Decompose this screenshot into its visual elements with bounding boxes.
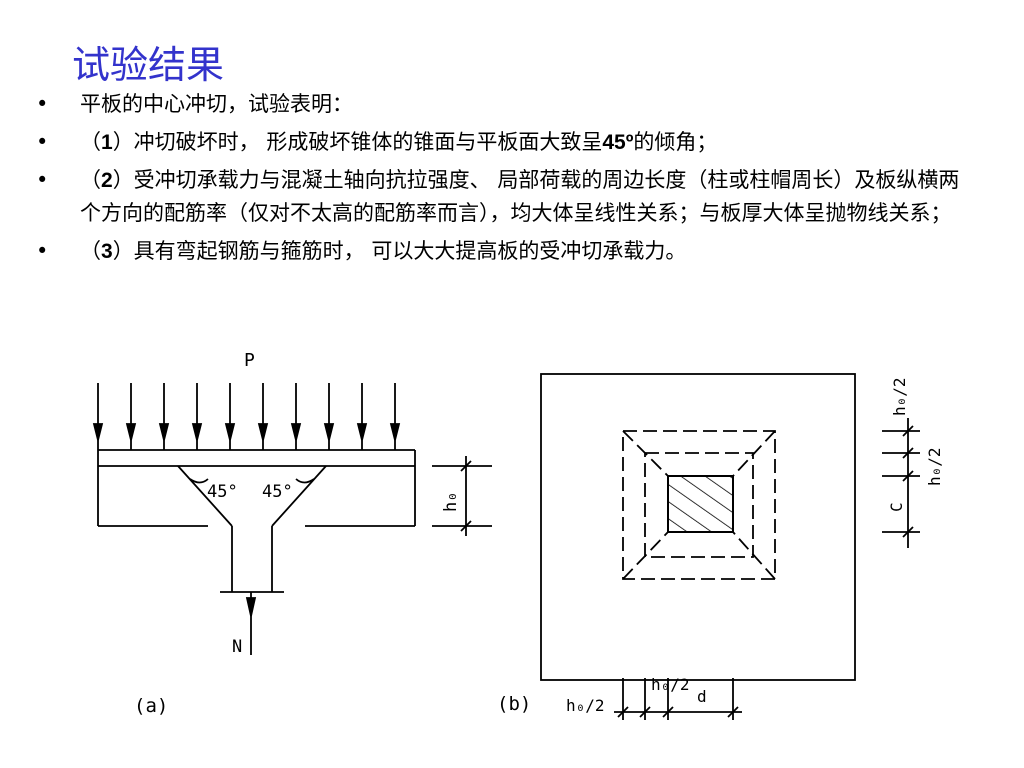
right-dim-top-label: h₀/2 [890,377,909,416]
cone-left-line [177,465,233,527]
caption-b: (b) [497,693,531,715]
reaction-arrow-head [245,597,257,617]
right-dim-c-label: C [887,502,906,512]
bullet-dot: • [36,239,49,263]
bullet-number: 2 [101,169,113,192]
load-arrow [191,383,203,450]
reaction-label: N [232,637,242,657]
load-arrows [92,383,401,450]
bottom-dim-d-label: d [697,687,707,706]
bullet-text: 的倾角； [633,130,718,154]
bullet-item: • （3）具有弯起钢筋与箍筋时， 可以大大提高板的受冲切承载力。 [36,235,976,268]
dim-tick [617,706,629,718]
thickness-label: h₀ [441,492,461,512]
figure-b: h₀/2 h₀/2 C h₀/2 h₀/2 d (b) [497,373,944,720]
cone-diagonal [732,531,776,580]
bullet-item: • （2）受冲切承载力与混凝土轴向抗拉强度、 局部荷载的周边长度（柱或柱帽周长）… [36,164,976,230]
angle-label-right: 45° [262,482,293,502]
load-arrow [125,383,137,450]
bullet-text: （ [80,168,101,192]
dim-tick [902,425,914,437]
slab-outline [540,373,856,681]
bullet-dot: • [36,130,49,154]
critical-perimeter-inner [644,452,754,558]
angle-value: 45º [602,131,634,154]
bullet-text: ）冲切破坏时， 形成破坏锥体的锥面与平板面大致呈 [112,130,603,154]
slide-title: 试验结果 [72,43,225,87]
bullet-number: 1 [101,131,113,154]
bullet-text: （ [80,130,101,154]
bullet-dot: • [36,168,49,192]
dim-tick [662,706,674,718]
figure-a: P 45° 45° [92,350,492,717]
bottom-dim-left-label: h₀/2 [566,696,605,715]
dim-tick [902,470,914,482]
cone-diagonal [732,430,776,477]
load-arrow [92,383,104,450]
load-arrow [389,383,401,450]
cone-diagonal [622,430,669,477]
caption-a: (a) [134,695,168,717]
bullet-item: • （1）冲切破坏时， 形成破坏锥体的锥面与平板面大致呈45º的倾角； [36,126,976,159]
bullet-number: 3 [101,240,113,263]
load-arrow [290,383,302,450]
load-arrow [158,383,170,450]
critical-perimeter-outer [622,430,776,580]
load-arrow [224,383,236,450]
bullet-dot: • [36,92,49,116]
column-footprint [667,475,734,533]
dim-tick [727,706,739,718]
load-label: P [244,350,255,371]
load-arrow [356,383,368,450]
dim-tick [460,520,472,532]
bullet-text: ）受冲切承载力与混凝土轴向抗拉强度、 局部荷载的周边长度（柱或柱帽周长）及板纵横… [80,168,960,225]
bottom-dim-mid-label: h₀/2 [651,675,690,694]
load-arrow [323,383,335,450]
right-dim-mid-label: h₀/2 [925,447,944,486]
cone-diagonal [622,531,669,580]
bullet-text: （ [80,239,101,263]
bullet-item: • 平板的中心冲切，试验表明： [36,88,976,121]
dim-tick [460,460,472,472]
dim-tick [902,447,914,459]
bullet-text: 平板的中心冲切，试验表明： [80,92,353,116]
angle-arc-left [189,478,209,484]
angle-label-left: 45° [207,482,238,502]
bullet-list: • 平板的中心冲切，试验表明： • （1）冲切破坏时， 形成破坏锥体的锥面与平板… [36,88,976,273]
angle-arc-right [295,478,315,484]
cone-right-line [271,465,327,527]
bullet-text: ）具有弯起钢筋与箍筋时， 可以大大提高板的受冲切承载力。 [112,239,687,263]
dim-tick [639,706,651,718]
load-arrow [257,383,269,450]
dim-tick [902,526,914,538]
